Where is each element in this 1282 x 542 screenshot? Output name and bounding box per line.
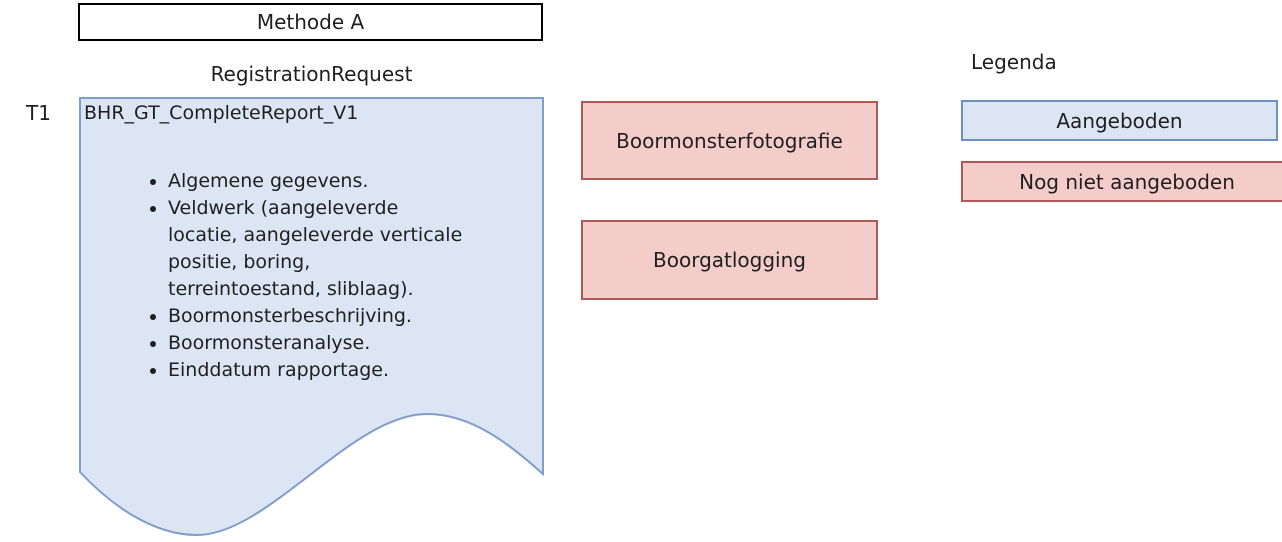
document-title: BHR_GT_CompleteReport_V1	[84, 102, 359, 124]
bullet-item: Boormonsterbeschrijving.	[168, 303, 540, 330]
bullet-item: Boormonsteranalyse.	[168, 330, 540, 357]
method-header-label: Methode A	[256, 10, 365, 34]
boorgatlogging-label: Boorgatlogging	[653, 248, 806, 272]
legend-title: Legenda	[971, 50, 1057, 74]
legend-offered-box: Aangeboden	[961, 100, 1278, 141]
legend-not-offered-label: Nog niet aangeboden	[1019, 169, 1235, 194]
bullet-item: Veldwerk (aangeleverde locatie, aangelev…	[168, 195, 540, 303]
bullet-item: Einddatum rapportage.	[168, 357, 540, 384]
registration-request-label: RegistrationRequest	[210, 62, 413, 86]
document-content: BHR_GT_CompleteReport_V1 Algemene gegeve…	[82, 100, 540, 384]
boorgatlogging-box: Boorgatlogging	[581, 220, 878, 300]
method-header-box: Methode A	[78, 3, 543, 41]
legend-offered-label: Aangeboden	[1056, 108, 1183, 133]
wave-document-outline	[79, 97, 544, 537]
track-label: T1	[26, 101, 51, 125]
legend-not-offered-box: Nog niet aangeboden	[961, 161, 1282, 202]
document-bullet-list: Algemene gegevens. Veldwerk (aangeleverd…	[82, 168, 540, 384]
boormonsterfotografie-box: Boormonsterfotografie	[581, 101, 878, 180]
bullet-item: Algemene gegevens.	[168, 168, 540, 195]
boormonsterfotografie-label: Boormonsterfotografie	[616, 128, 843, 153]
